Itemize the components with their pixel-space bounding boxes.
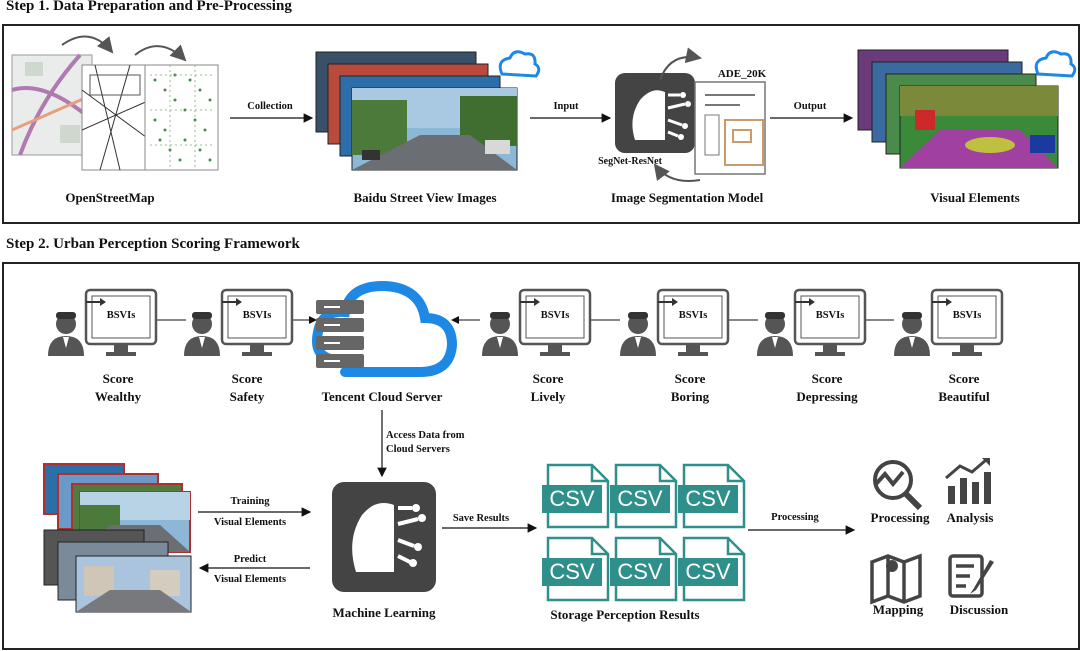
output-arrow-label: Output	[793, 101, 827, 112]
bsv-images	[315, 51, 518, 171]
user-monitor-icon-lively	[480, 288, 592, 358]
tencent-cloud-icon	[312, 280, 458, 377]
bsvis-screen-label-1: BSVIs	[106, 310, 136, 321]
bsv-label: Baidu Street View Images	[353, 190, 497, 205]
training-label: Training	[230, 496, 270, 507]
user-monitor-icon-wealthy	[46, 288, 158, 358]
csv-text-4: CSV	[549, 559, 595, 584]
access-data-label-line2: Cloud Servers	[386, 444, 450, 455]
step1-title: Step 1. Data Preparation and Pre-Process…	[6, 0, 292, 14]
score-safety-line1: Score	[231, 371, 263, 386]
step1-panel	[2, 24, 1080, 224]
score-boring-line2: Boring	[670, 389, 710, 404]
predict-visual-elements-label: Visual Elements	[213, 574, 287, 585]
tencent-cloud-label: Tencent Cloud Server	[321, 389, 443, 404]
storage-results-label: Storage Perception Results	[550, 607, 700, 622]
score-wealthy-line1: Score	[102, 371, 134, 386]
score-boring-line1: Score	[674, 371, 706, 386]
segnet-resnet-label: SegNet-ResNet	[598, 156, 662, 167]
access-data-label-line1: Access Data from	[386, 430, 465, 441]
discussion-icon	[948, 554, 994, 598]
score-lively-line2: Lively	[530, 389, 566, 404]
bsvis-screen-label-4: BSVIs	[678, 310, 708, 321]
cloud-icon-1	[498, 50, 541, 78]
output-mapping-label: Mapping	[872, 602, 924, 617]
save-results-label: Save Results	[452, 513, 510, 524]
machine-learning-label: Machine Learning	[332, 605, 436, 620]
csv-text-1: CSV	[549, 486, 595, 511]
csv-text-5: CSV	[617, 559, 663, 584]
user-monitor-icon-beautiful	[892, 288, 1004, 358]
score-wealthy-line2: Wealthy	[94, 389, 142, 404]
machine-learning-icon	[332, 482, 436, 592]
training-visual-elements-label: Visual Elements	[213, 517, 287, 528]
bsvis-screen-label-5: BSVIs	[815, 310, 845, 321]
user-monitor-icon-safety	[182, 288, 294, 358]
visual-elements-label: Visual Elements	[930, 190, 1020, 205]
csv-text-2: CSV	[617, 486, 663, 511]
csv-text-3: CSV	[685, 486, 731, 511]
score-safety-line2: Safety	[229, 389, 265, 404]
model-label: Image Segmentation Model	[610, 190, 764, 205]
score-beautiful-line2: Beautiful	[938, 389, 990, 404]
segmentation-model-icon	[615, 47, 766, 182]
bsvis-screen-label-3: BSVIs	[540, 310, 570, 321]
processing-arrow-label: Processing	[771, 512, 819, 523]
user-monitor-icon-depressing	[755, 288, 867, 358]
output-processing-label: Processing	[870, 510, 930, 525]
user-monitor-icon-boring	[618, 288, 730, 358]
score-lively-line1: Score	[532, 371, 564, 386]
visual-elements-stack	[857, 49, 1059, 169]
collection-arrow-label: Collection	[247, 101, 293, 112]
predict-label: Predict	[233, 554, 267, 565]
osm-maps	[11, 35, 219, 171]
analysis-icon	[945, 458, 991, 504]
output-discussion-label: Discussion	[949, 602, 1009, 617]
bsvis-screen-label-2: BSVIs	[242, 310, 272, 321]
step2-title: Step 2. Urban Perception Scoring Framewo…	[6, 236, 300, 252]
score-beautiful-line1: Score	[948, 371, 980, 386]
osm-label: OpenStreetMap	[65, 190, 155, 205]
score-depressing-line2: Depressing	[796, 389, 858, 404]
score-depressing-line1: Score	[811, 371, 843, 386]
processing-icon	[873, 460, 923, 511]
training-images-stack	[43, 463, 192, 613]
cloud-icon-2	[1034, 50, 1077, 78]
step2-panel	[2, 262, 1080, 650]
output-analysis-label: Analysis	[946, 510, 994, 525]
input-arrow-label: Input	[553, 101, 579, 112]
bsvis-screen-label-6: BSVIs	[952, 310, 982, 321]
mapping-icon	[870, 553, 922, 605]
csv-text-6: CSV	[685, 559, 731, 584]
ade20k-label: ADE_20K	[717, 68, 767, 80]
